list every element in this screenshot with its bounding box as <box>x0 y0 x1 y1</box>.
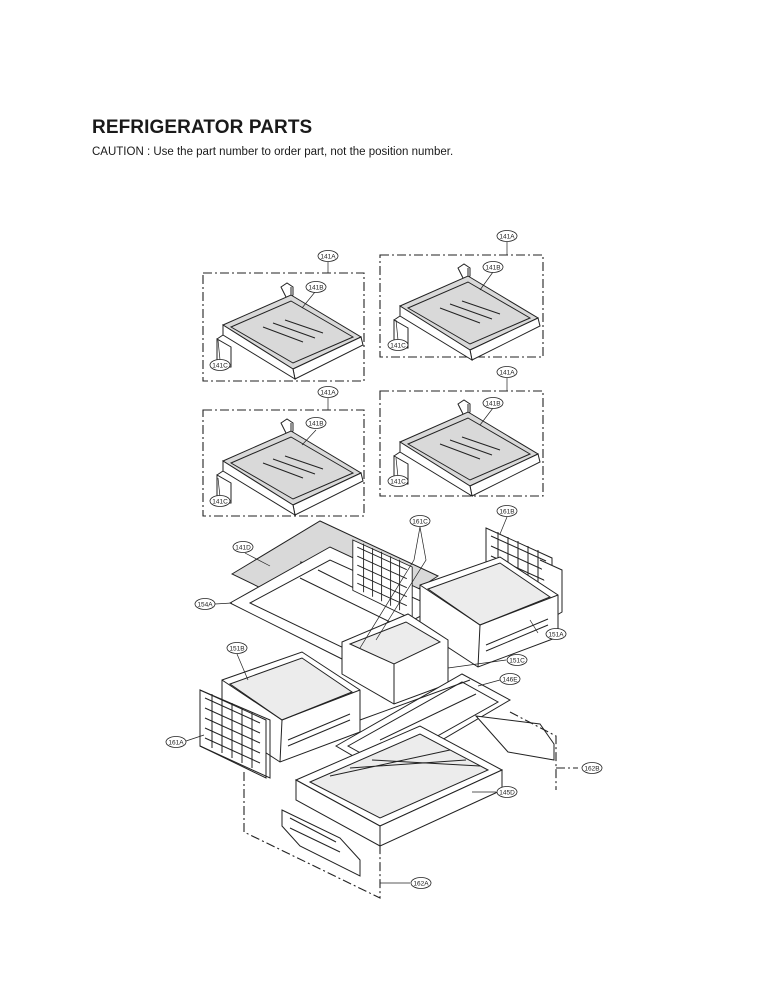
caution-note: CAUTION : Use the part number to order p… <box>92 146 454 158</box>
svg-text:146E: 146E <box>502 677 518 684</box>
svg-text:141A: 141A <box>320 390 336 397</box>
svg-text:141C: 141C <box>212 363 228 370</box>
svg-text:162A: 162A <box>413 881 429 888</box>
svg-text:161C: 161C <box>412 519 428 526</box>
svg-text:141B: 141B <box>485 401 500 408</box>
callout-151A: 151A <box>545 628 567 640</box>
callout-145D: 145D <box>496 786 518 798</box>
callout-161B: 161B <box>496 505 518 517</box>
shelf-assembly-4 <box>379 378 544 497</box>
svg-text:154A: 154A <box>197 602 213 609</box>
svg-text:141C: 141C <box>390 343 406 350</box>
svg-text:141A: 141A <box>499 370 515 377</box>
svg-text:141C: 141C <box>212 499 228 506</box>
svg-text:141A: 141A <box>499 234 515 241</box>
svg-text:151A: 151A <box>548 632 564 639</box>
svg-text:141B: 141B <box>485 265 500 272</box>
callout-141A-1: 141A <box>317 250 339 262</box>
svg-text:141B: 141B <box>308 285 323 292</box>
callout-141B-1: 141B <box>305 281 327 293</box>
svg-text:145D: 145D <box>499 790 515 797</box>
callout-146E: 146E <box>499 673 521 685</box>
callout-141B-4: 141B <box>482 397 504 409</box>
page-title: REFRIGERATOR PARTS <box>92 117 313 138</box>
svg-text:162B: 162B <box>584 766 599 773</box>
callout-161A: 161A <box>165 736 187 748</box>
svg-text:141C: 141C <box>390 479 406 486</box>
callout-141C-3: 141C <box>209 495 231 507</box>
callout-154A: 154A <box>194 598 216 610</box>
part-162B-rail <box>474 715 555 761</box>
svg-text:141B: 141B <box>308 421 323 428</box>
crisper-assembly <box>185 516 578 899</box>
svg-text:141D: 141D <box>235 545 251 552</box>
svg-text:151C: 151C <box>509 658 525 665</box>
callout-141A-3: 141A <box>317 386 339 398</box>
callout-141C-4: 141C <box>387 475 409 487</box>
callout-162B: 162B <box>581 762 603 774</box>
callout-161C: 161C <box>409 515 431 527</box>
callout-141A-2: 141A <box>496 230 518 242</box>
svg-text:151B: 151B <box>229 646 244 653</box>
callout-141B-2: 141B <box>482 261 504 273</box>
callout-141D: 141D <box>232 541 254 553</box>
callout-151B: 151B <box>226 642 248 654</box>
callout-141B-3: 141B <box>305 417 327 429</box>
callout-151C: 151C <box>506 654 528 666</box>
callout-162A: 162A <box>410 877 432 889</box>
callout-141C-2: 141C <box>387 339 409 351</box>
callout-141C-1: 141C <box>209 359 231 371</box>
svg-text:161A: 161A <box>168 740 184 747</box>
shelf-assembly-1 <box>202 262 365 382</box>
svg-text:141A: 141A <box>320 254 336 261</box>
shelf-assembly-3 <box>202 398 365 517</box>
callout-141A-4: 141A <box>496 366 518 378</box>
shelf-assembly-2 <box>379 242 544 361</box>
svg-text:161B: 161B <box>499 509 514 516</box>
